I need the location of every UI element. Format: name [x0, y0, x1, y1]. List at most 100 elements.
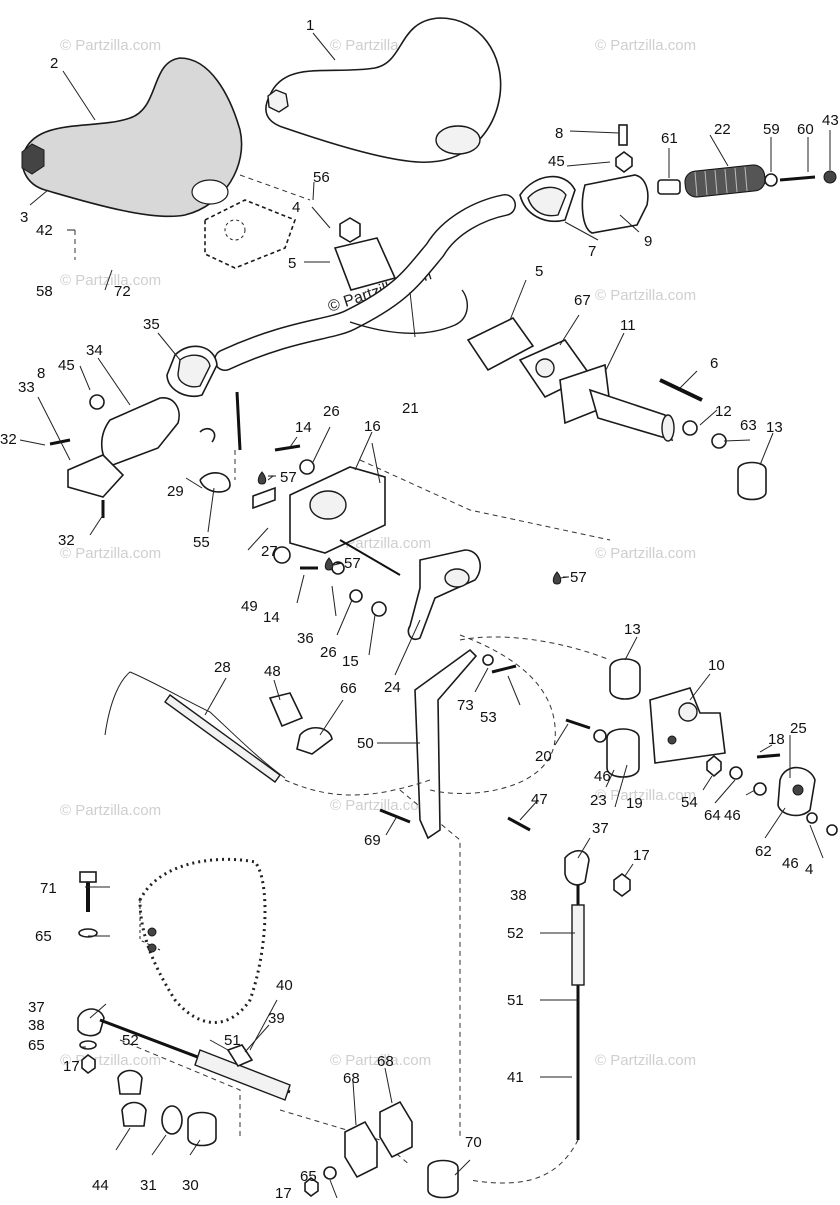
callout-label: 4: [292, 199, 300, 216]
callout-label: 60: [797, 121, 814, 138]
callout-label: 2: [50, 55, 58, 72]
housing-cover-inner: [177, 354, 211, 388]
callout-label: 10: [708, 657, 725, 674]
cable-clamp-half: [121, 1101, 147, 1127]
callout-label: 58: [36, 283, 53, 300]
callout-label: 64: [704, 807, 721, 824]
support-bracket: [414, 648, 478, 840]
handlebar-pad-foam: [21, 57, 243, 218]
callout-label: 72: [114, 283, 131, 300]
callout-label: 34: [86, 342, 103, 359]
callout-label: 37: [592, 820, 609, 837]
assembly-line: [359, 459, 611, 541]
bracket-hole: [147, 927, 157, 937]
nut: [826, 824, 838, 836]
callout-label: 57: [344, 555, 361, 572]
callout-label: 36: [297, 630, 314, 647]
callout-label: 1: [306, 17, 314, 34]
callout-label: 17: [63, 1058, 80, 1075]
bushing: [609, 658, 641, 700]
grease-drop-icon: [257, 471, 267, 485]
callout-label: 6: [710, 355, 718, 372]
throttle-lever: [67, 454, 125, 498]
callout-label: 73: [457, 697, 474, 714]
cable-sheath: [194, 1049, 291, 1101]
cable-sleeve: [571, 904, 585, 986]
callout-label: 65: [35, 928, 52, 945]
callout-label: 27: [261, 543, 278, 560]
stem-bolt: [659, 378, 703, 402]
callout-label: 18: [768, 731, 785, 748]
bushing: [737, 461, 767, 501]
washer: [349, 589, 363, 603]
callout-label: 50: [357, 735, 374, 752]
nut: [615, 151, 633, 173]
gasket-hole: [224, 219, 246, 241]
callout-label: 52: [507, 925, 524, 942]
screw: [49, 438, 71, 446]
ball-joint: [77, 1008, 105, 1037]
callout-label: 38: [510, 887, 527, 904]
circlip: [273, 546, 291, 564]
callout-label: 5: [535, 263, 543, 280]
callout-label: 3: [20, 209, 28, 226]
callout-label: 29: [167, 483, 184, 500]
assembly-line: [279, 1109, 411, 1166]
callout-label: 22: [714, 121, 731, 138]
clip: [199, 427, 216, 443]
callout-label: 13: [766, 419, 783, 436]
bolt: [565, 718, 591, 730]
washer: [323, 1166, 337, 1180]
throttle-cable: [104, 671, 286, 779]
nut: [823, 170, 837, 184]
grip-ribs: [694, 166, 748, 197]
bolt: [507, 816, 531, 832]
pivot-bolt: [339, 539, 401, 576]
gasket-outline: [204, 199, 297, 269]
callout-label: 26: [320, 644, 337, 661]
callout-label: 33: [18, 379, 35, 396]
spacer: [657, 179, 681, 195]
throttle-housing: [581, 174, 649, 234]
callout-label: 65: [300, 1168, 317, 1185]
clamp-plate: [333, 237, 397, 291]
callout-label: 32: [0, 431, 17, 448]
screw: [618, 124, 628, 146]
washer: [79, 1040, 97, 1050]
column-bore: [309, 490, 347, 520]
callout-label: 9: [644, 233, 652, 250]
callout-label: 52: [122, 1032, 139, 1049]
callout-label: 51: [224, 1032, 241, 1049]
callout-label: 47: [531, 791, 548, 808]
bolt: [274, 444, 301, 452]
callout-label: 17: [275, 1185, 292, 1200]
clamp-half: [344, 1120, 378, 1179]
assembly-line: [239, 174, 311, 201]
spacer: [606, 728, 640, 778]
callout-label: 67: [574, 292, 591, 309]
callout-label: 23: [590, 792, 607, 809]
bracket-hole: [792, 784, 804, 796]
callout-label: 45: [548, 153, 565, 170]
cable-bracket: [268, 692, 304, 728]
arm-bore: [444, 568, 470, 588]
nut: [729, 766, 743, 780]
bolt: [491, 664, 517, 674]
watermark: © Partzilla.com: [595, 1052, 696, 1069]
assembly-line: [119, 1039, 241, 1140]
sleeve: [187, 1111, 217, 1147]
watermark: © Partzilla.com: [60, 272, 161, 289]
clip: [199, 472, 231, 493]
callout-label: 61: [661, 130, 678, 147]
callout-label: 19: [626, 795, 643, 812]
callout-labels: 1 2 3 4 5 5 6 7 8 8 9 10 11 12 13 13 14 …: [0, 17, 839, 1202]
watermark: © Partzilla.com: [60, 545, 161, 562]
gasket-hole: [535, 358, 555, 378]
callout-label: 38: [28, 1017, 45, 1034]
callout-label: 46: [782, 855, 799, 872]
callout-label: 46: [724, 807, 741, 824]
callout-label: 31: [140, 1177, 157, 1194]
callout-label: 21: [402, 400, 419, 417]
watermark: © Partzilla.com: [595, 545, 696, 562]
